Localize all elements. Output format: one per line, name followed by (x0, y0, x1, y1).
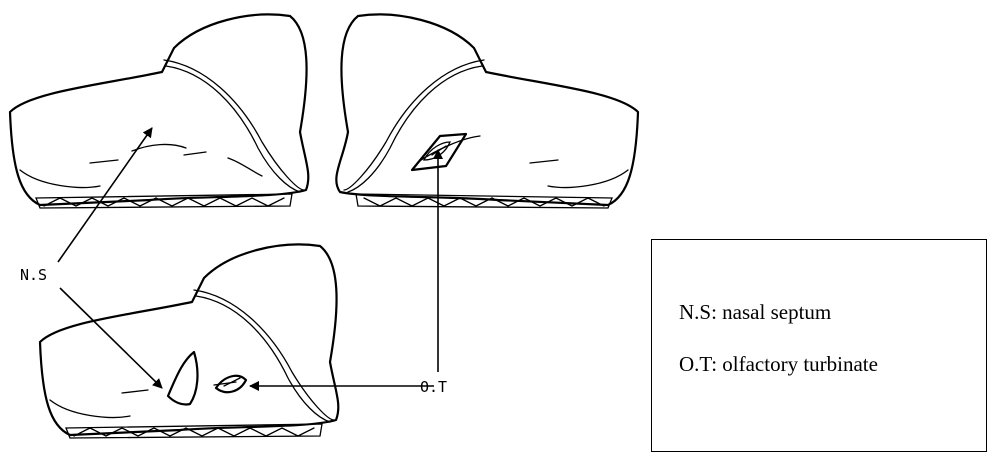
section-bottom (40, 244, 338, 438)
legend-entry-nasal-septum: N.S: nasal septum (679, 300, 831, 325)
legend-entry-olfactory-turbinate: O.T: olfactory turbinate (679, 352, 878, 377)
section-top-left (10, 14, 308, 208)
olfactory-turbinate-top (412, 134, 466, 170)
callout-ns-label: N.S (20, 266, 47, 284)
olfactory-turbinate-bottom (216, 376, 246, 392)
callout-ot: O.T (250, 150, 447, 396)
section-top-right (336, 14, 638, 208)
nasal-septum-bottom (168, 352, 197, 405)
callout-ot-label: O.T (420, 378, 447, 396)
ns-arrow-top (58, 128, 152, 262)
legend-box: N.S: nasal septum O.T: olfactory turbina… (651, 239, 987, 452)
ns-arrow-bottom (60, 288, 162, 388)
